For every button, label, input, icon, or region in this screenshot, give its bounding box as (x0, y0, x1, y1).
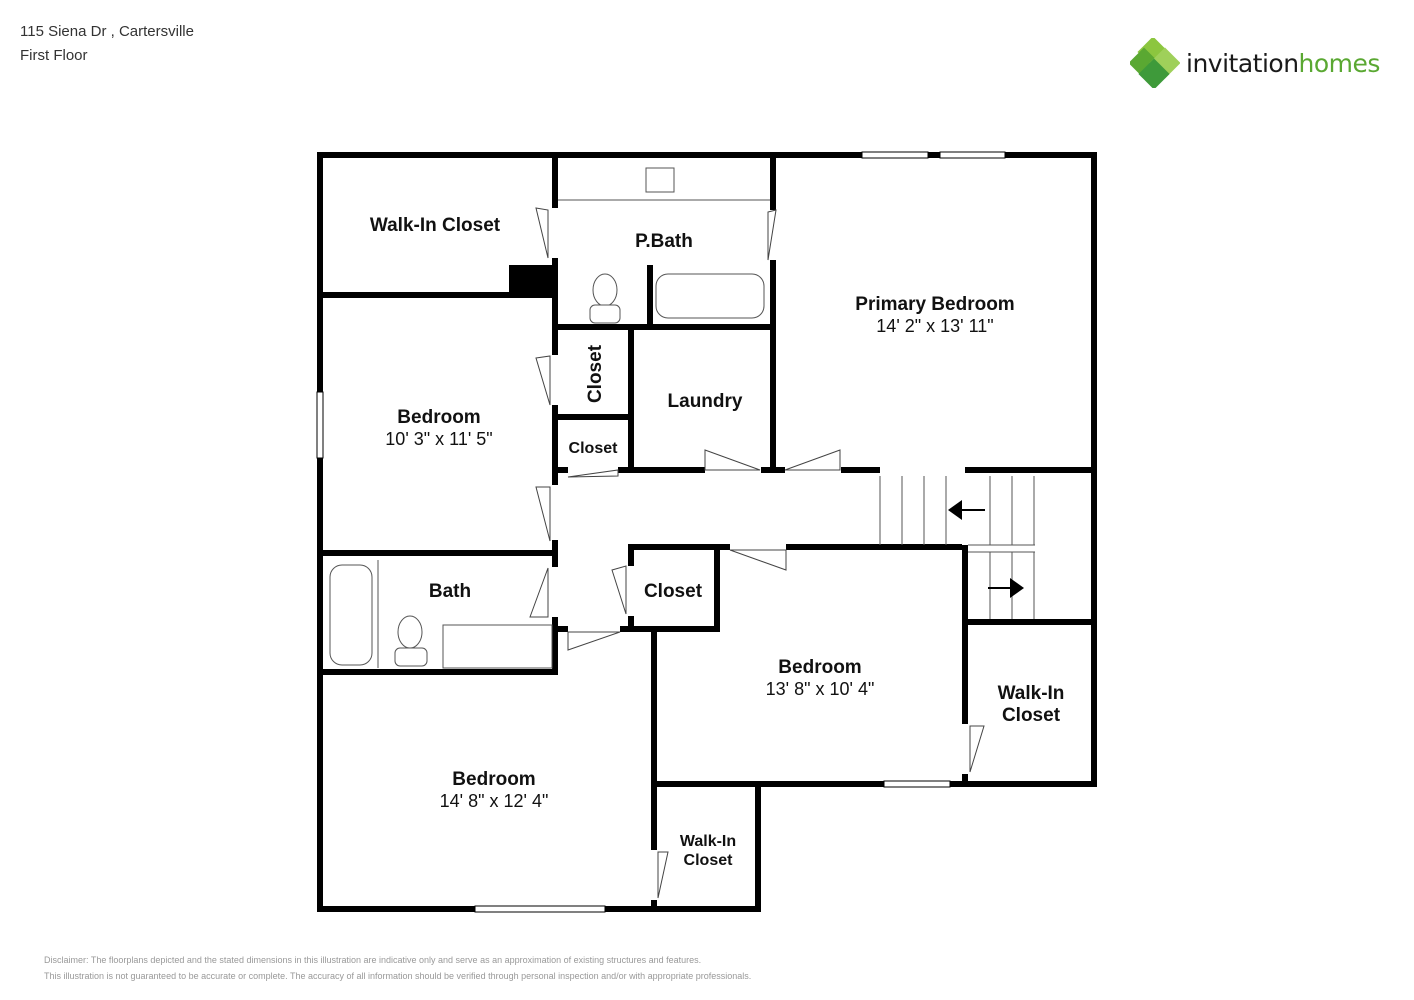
sink-icon (645, 167, 675, 193)
vanity-icon (442, 624, 553, 669)
room-primary-bedroom: Primary Bedroom (855, 294, 1014, 315)
walls (317, 152, 1097, 912)
room-primary-bedroom-dims: 14' 2" x 13' 11" (876, 316, 993, 336)
room-pbath: P.Bath (635, 231, 693, 252)
room-bedroom: Bedroom (452, 769, 535, 790)
room-walk-in-closet: Walk-In (998, 683, 1065, 704)
room-bedroom: Bedroom (397, 407, 480, 428)
stair-arrow-left-icon (948, 500, 985, 520)
disclaimer-line-1: Disclaimer: The floorplans depicted and … (44, 955, 702, 965)
room-bedroom-dims: 10' 3" x 11' 5" (385, 429, 492, 449)
stairs (879, 476, 1035, 619)
chimney-block (509, 265, 555, 297)
logo-mark-icon (1130, 38, 1180, 88)
room-walk-in-closet: Closet (1002, 705, 1061, 726)
toilet-icon (397, 615, 423, 649)
toilet-icon (592, 273, 618, 307)
disclaimer-line-2: This illustration is not guaranteed to b… (44, 971, 752, 981)
bathtub-icon (655, 273, 765, 319)
fixtures (329, 167, 770, 669)
windows (316, 151, 1006, 913)
stair-arrow-right-icon (988, 578, 1024, 598)
invitation-homes-logo: invitationhomes (1130, 38, 1380, 88)
room-closet: Closet (585, 344, 606, 403)
room-walk-in-closet: Walk-In (680, 833, 736, 850)
room-walk-in-closet: Walk-In Closet (370, 215, 501, 236)
logo-text: invitationhomes (1186, 48, 1380, 78)
room-bedroom-dims: 14' 8" x 12' 4" (440, 791, 549, 811)
openings (317, 152, 1005, 913)
room-bath: Bath (429, 581, 471, 602)
room-bedroom-dims: 13' 8" x 10' 4" (766, 679, 875, 699)
floor-label: First Floor (20, 47, 88, 64)
room-closet: Closet (569, 440, 619, 457)
room-walk-in-closet: Closet (684, 852, 734, 869)
room-bedroom: Bedroom (778, 657, 861, 678)
bathtub-icon (329, 564, 373, 666)
room-laundry: Laundry (668, 391, 743, 412)
room-closet: Closet (644, 581, 703, 602)
address: 115 Siena Dr , Cartersville (20, 23, 194, 40)
doors (529, 207, 985, 899)
